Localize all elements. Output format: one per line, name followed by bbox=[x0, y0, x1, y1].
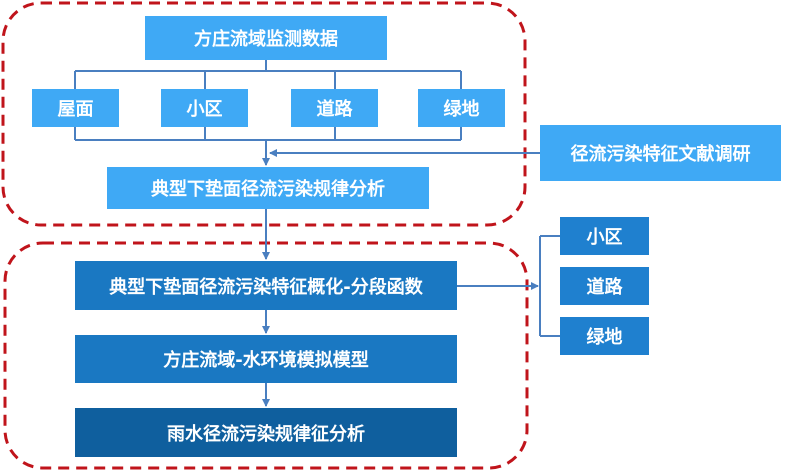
category-box-road: 道路 bbox=[291, 89, 378, 127]
literature-box: 径流污染特征文献调研 bbox=[540, 125, 781, 181]
category-box-roof: 屋面 bbox=[32, 89, 119, 127]
root-box: 方庄流域监测数据 bbox=[145, 16, 387, 60]
side-box-greenland: 绿地 bbox=[560, 317, 649, 355]
model-box: 方庄流域-水环境模拟模型 bbox=[75, 335, 457, 383]
side-box-community: 小区 bbox=[560, 217, 649, 255]
top-group-border bbox=[1, 1, 527, 227]
generalization-box: 典型下垫面径流污染特征概化-分段函数 bbox=[75, 261, 457, 310]
category-box-community: 小区 bbox=[161, 89, 248, 127]
side-box-road: 道路 bbox=[560, 267, 649, 305]
analysis-box: 典型下垫面径流污染规律分析 bbox=[107, 167, 429, 209]
category-box-greenland: 绿地 bbox=[418, 89, 505, 127]
final-analysis-box: 雨水径流污染规律征分析 bbox=[75, 408, 457, 457]
